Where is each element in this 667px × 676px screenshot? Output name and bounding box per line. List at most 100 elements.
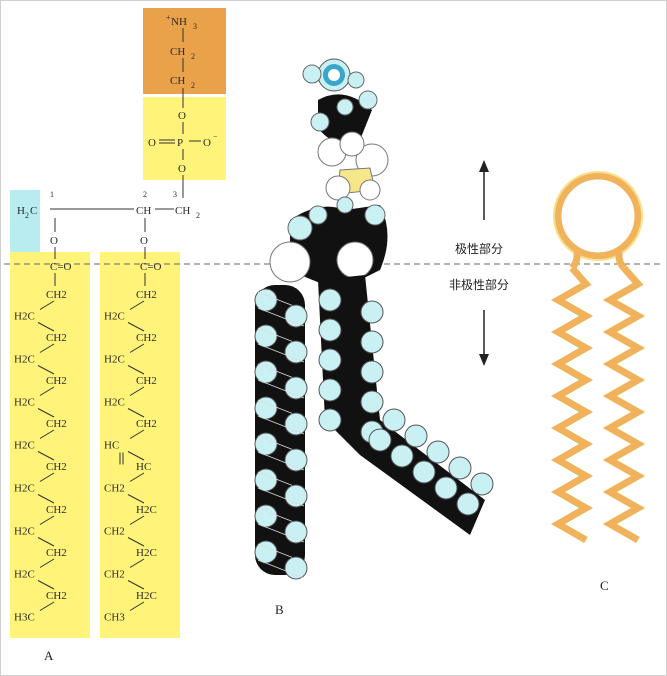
ester-o1: O: [50, 235, 58, 247]
polarity-annotation: 极性部分 非极性部分: [449, 160, 509, 366]
hydrogen-atom: [318, 288, 342, 312]
c1-c: C: [30, 205, 37, 217]
hydrophobic-tail-left: [550, 265, 594, 544]
chain-row: CH2: [46, 418, 67, 430]
hydrogen-atom: [360, 330, 384, 354]
chain-row: H2C: [104, 311, 125, 323]
phosphorus: P: [177, 137, 183, 149]
hydrogen-atom: [368, 428, 392, 452]
hydrogen-atom: [318, 348, 342, 372]
chain-row: H2C: [14, 569, 35, 581]
chain-row: HC: [104, 440, 119, 452]
ester-o2: O: [140, 235, 148, 247]
svg-text:2: 2: [196, 211, 200, 220]
hydrogen-atom: [404, 424, 428, 448]
hydrogen-atom: [382, 408, 406, 432]
hydrogen-atom: [412, 460, 436, 484]
hydrogen-atom: [284, 304, 308, 328]
panel-b-label: B: [275, 602, 284, 617]
hydrogen-atom: [284, 340, 308, 364]
chain2-box: [100, 252, 180, 638]
hydrogen-atom: [284, 412, 308, 436]
chain-row: CH2: [136, 375, 157, 387]
hydrogen-atom: [284, 376, 308, 400]
phosphate-box: [143, 97, 226, 180]
chain-row: H3C: [14, 612, 35, 624]
phosphate-right-o: O: [203, 137, 211, 149]
chain-row: CH2: [104, 569, 125, 581]
chain-row: H2C: [136, 504, 157, 516]
panel-a-structure: + NH 3 CH 2 CH 2 O O P O − O 1 2 3 H 2 C…: [10, 8, 226, 663]
svg-text:2: 2: [191, 81, 195, 90]
glycerol-highlight: [10, 190, 40, 252]
hydrogen-atom: [284, 556, 308, 580]
c1-number: 1: [50, 190, 54, 199]
hydrogen-atom: [390, 444, 414, 468]
hydrogen-atom: [426, 440, 450, 464]
hydrogen-atom: [284, 484, 308, 508]
polar-head-circle: [554, 172, 642, 260]
chain-row: CH2: [136, 418, 157, 430]
chain-row: CH2: [46, 289, 67, 301]
panel-c-schematic: C: [550, 171, 646, 593]
chain-row: CH3: [104, 612, 125, 624]
chain-row: H2C: [14, 526, 35, 538]
panel-b-model: B: [254, 58, 494, 617]
chain-row: H2C: [104, 354, 125, 366]
chain-row: CH2: [136, 289, 157, 301]
chain-row: CH2: [136, 332, 157, 344]
hydrogen-atom: [318, 378, 342, 402]
phosphate-charge: −: [213, 132, 218, 141]
chain1-rows: CH2H2CCH2H2CCH2H2CCH2H2CCH2H2CCH2H2CCH2H…: [14, 273, 67, 624]
chain2-carbonyl: C=O: [140, 261, 162, 273]
chain-row: CH2: [104, 483, 125, 495]
hydrogen-atom: [318, 318, 342, 342]
c3-number: 3: [173, 190, 177, 199]
chain-hydrogen-atoms: [254, 288, 494, 580]
chain-row: CH2: [104, 526, 125, 538]
amine-label: NH: [171, 16, 187, 28]
chain1-carbonyl: C=O: [50, 261, 72, 273]
ch2-bottom: CH: [170, 75, 185, 87]
c2-number: 2: [143, 190, 147, 199]
polar-label: 极性部分: [455, 241, 503, 256]
hydrogen-atom: [284, 448, 308, 472]
ch2-top: CH: [170, 46, 185, 58]
panel-a-label: A: [44, 648, 54, 663]
hydrogen-atom: [284, 520, 308, 544]
phosphate-top-o: O: [178, 110, 186, 122]
chain2-rows: CH2H2CCH2H2CCH2H2CCH2HCHCCH2H2CCH2H2CCH2…: [104, 273, 157, 624]
amine-box: [143, 8, 226, 94]
hydrogen-atom: [360, 390, 384, 414]
chain-row: H2C: [14, 354, 35, 366]
hydrophobic-tail-right: [602, 265, 646, 544]
svg-text:2: 2: [191, 52, 195, 61]
chain-row: CH2: [46, 332, 67, 344]
hydrogen-atom: [318, 408, 342, 432]
chain-row: CH2: [46, 504, 67, 516]
chain-row: CH2: [46, 590, 67, 602]
chain-row: H2C: [104, 397, 125, 409]
phosphate-bottom-o: O: [178, 163, 186, 175]
c2-ch: CH: [136, 205, 151, 217]
hydrogen-atom: [434, 476, 458, 500]
hydrogen-atom: [360, 300, 384, 324]
c1-h: H: [17, 205, 25, 217]
chain-row: CH2: [46, 461, 67, 473]
chain-row: H2C: [14, 440, 35, 452]
chain-row: CH2: [46, 375, 67, 387]
chain-row: H2C: [14, 311, 35, 323]
chain-row: H2C: [136, 590, 157, 602]
svg-text:2: 2: [25, 211, 29, 220]
chain-row: HC: [136, 461, 151, 473]
chain-row: CH2: [46, 547, 67, 559]
chain1-box: [10, 252, 90, 638]
hydrogen-atom: [448, 456, 472, 480]
hydrogen-atom: [360, 360, 384, 384]
chain-row: H2C: [14, 483, 35, 495]
amine-subscript: 3: [193, 22, 197, 31]
hydrogen-atom: [470, 472, 494, 496]
chain-row: H2C: [136, 547, 157, 559]
hydrogen-atom: [456, 492, 480, 516]
nonpolar-label: 非极性部分: [449, 277, 509, 292]
